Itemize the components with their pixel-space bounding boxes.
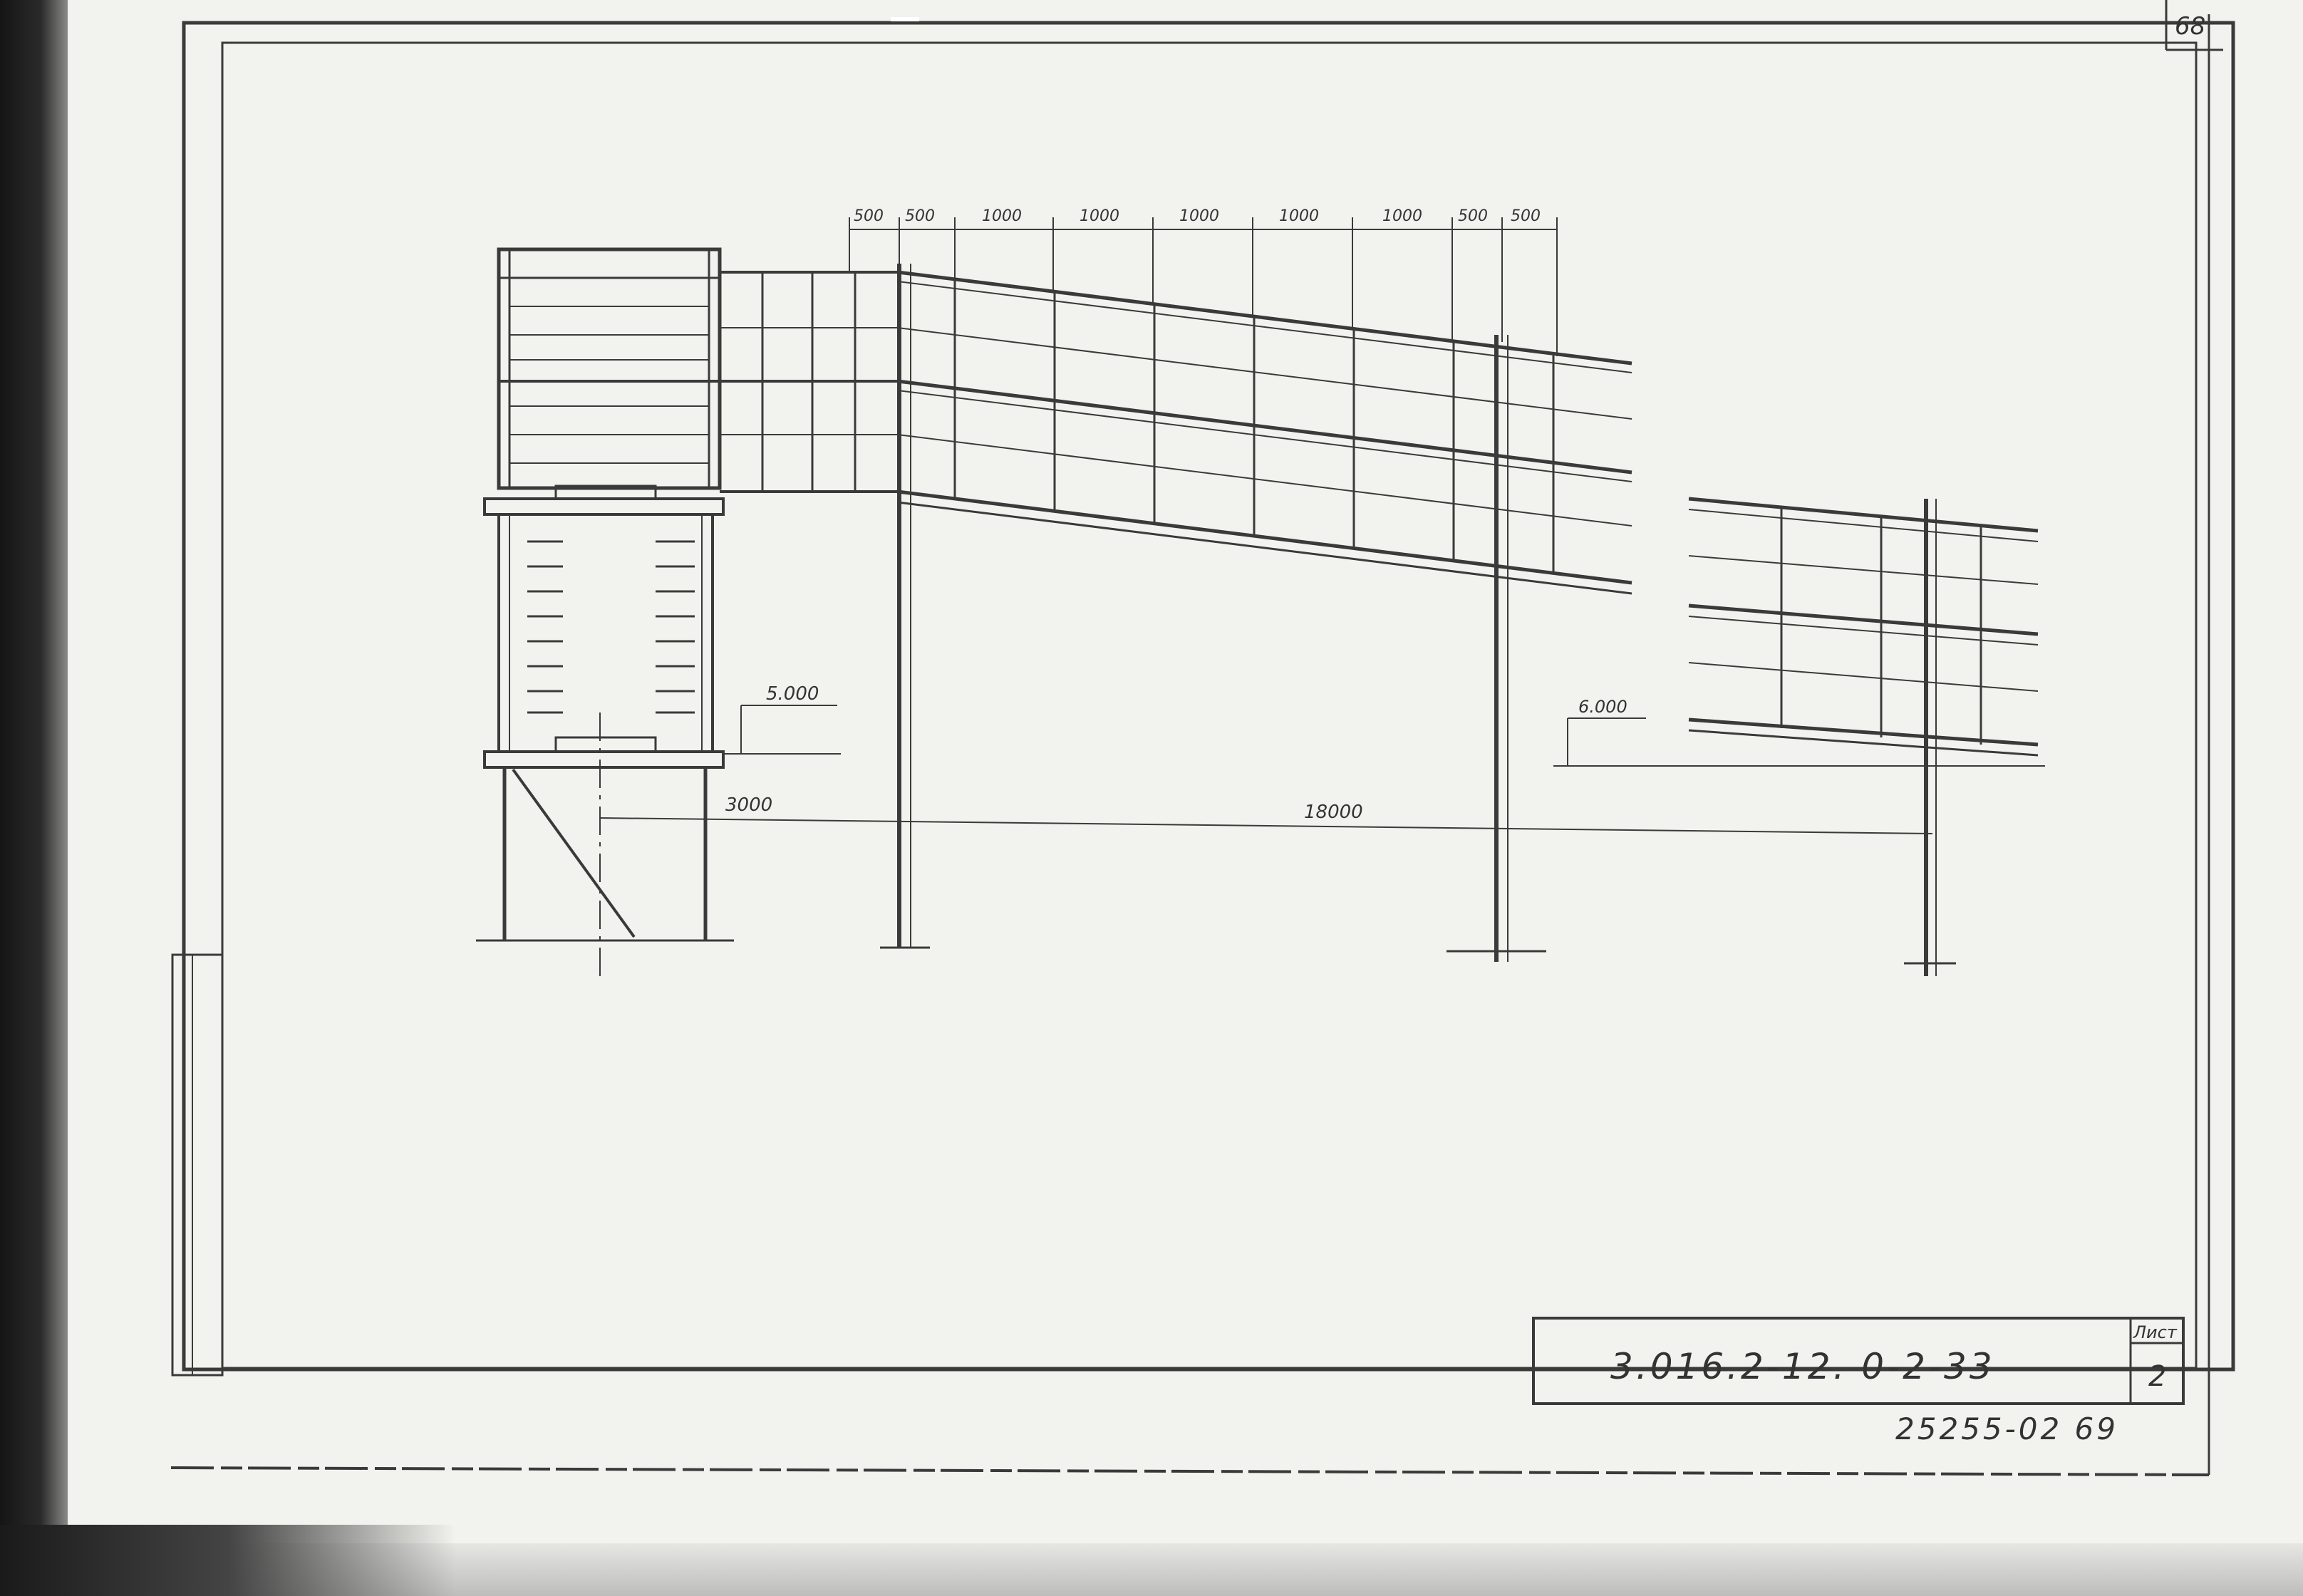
dim-label: 500 — [905, 207, 935, 225]
sheet-label: Лист — [2133, 1322, 2178, 1342]
dim-label: 500 — [1458, 207, 1488, 225]
document-code: 3.016.2-12. 0-2-33 — [1610, 1346, 1995, 1387]
span-left-label: 3000 — [725, 794, 772, 816]
page-number: 68 — [2175, 12, 2205, 41]
dim-label: 500 — [854, 207, 884, 225]
dim-label: 1000 — [1179, 207, 1219, 225]
archive-number: 25255-02 69 — [1895, 1411, 2118, 1446]
dimension-lines — [599, 217, 2045, 834]
right-railing-fragment — [1688, 497, 2039, 976]
dim-label: 1000 — [982, 207, 1022, 225]
scan-shadow — [0, 1525, 456, 1596]
main-railing — [720, 264, 1632, 962]
level-right-label: 6.000 — [1578, 697, 1627, 717]
dim-label: 1000 — [1080, 207, 1119, 225]
level-left-label: 5.000 — [766, 683, 819, 705]
title-block — [1532, 1317, 2185, 1405]
scan-dark-edge — [0, 0, 68, 1596]
dim-label: 500 — [1511, 207, 1541, 225]
sheet-number: 2 — [2148, 1360, 2166, 1393]
sheet-border — [170, 0, 2235, 1476]
left-tower — [476, 247, 734, 976]
dim-label: 1000 — [1279, 207, 1319, 225]
dim-label: 1000 — [1382, 207, 1422, 225]
span-main-label: 18000 — [1304, 802, 1363, 823]
